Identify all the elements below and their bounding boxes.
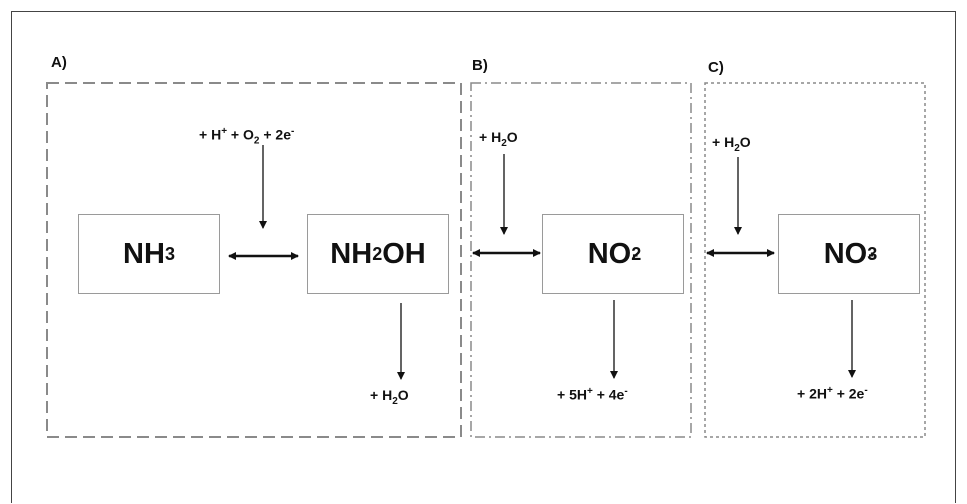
panel-b-border [470, 82, 692, 438]
nh2oh-rest: OH [382, 237, 426, 270]
no3-base: NO [823, 237, 868, 270]
nh2oh-base: NH [330, 237, 373, 270]
reagent-c-in: + H2O [712, 134, 751, 154]
reagent-b-out: + 5H+ + 4e- [557, 386, 628, 403]
reagent-a-in: + H+ + O2 + 2e- [199, 126, 295, 147]
no2-sup: - [632, 243, 639, 264]
panel-a-label: A) [51, 54, 67, 71]
panel-c-label: C) [708, 59, 724, 76]
no2-sub: 2 [631, 243, 642, 264]
reagent-b-in: + H2O [479, 129, 518, 149]
nh3-base: NH [123, 237, 165, 270]
reagent-c-out: + 2H+ + 2e- [797, 385, 868, 402]
panel-a-border [46, 82, 462, 438]
panel-b-label: B) [472, 57, 488, 74]
no3-sup: - [868, 243, 875, 264]
panel-c-border [704, 82, 926, 438]
nh2oh-sub: 2 [372, 243, 383, 264]
reagent-a-out: + H2O [370, 387, 409, 407]
nh3-sub: 3 [164, 243, 175, 264]
no2-base: NO [587, 237, 632, 270]
no3-sub: 3 [867, 243, 878, 264]
outer-frame [11, 11, 956, 503]
